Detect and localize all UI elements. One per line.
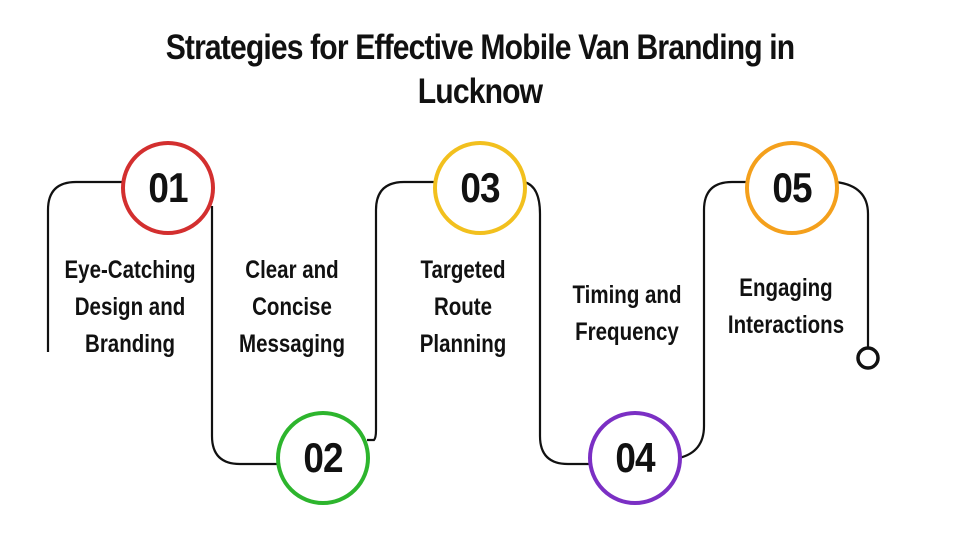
page-title: Strategies for Effective Mobile Van Bran… bbox=[119, 26, 841, 114]
step-5-label: Engaging Interactions bbox=[712, 270, 860, 344]
step-4-number: 04 bbox=[615, 434, 655, 481]
step-4-label-line: Frequency bbox=[575, 318, 679, 346]
step-2-label-line: Concise bbox=[252, 293, 332, 321]
step-3-label: Targeted Route Planning bbox=[389, 252, 537, 363]
step-1-label-line: Branding bbox=[85, 330, 175, 358]
step-1-circle-icon bbox=[121, 141, 215, 235]
step-3-label-line: Targeted bbox=[420, 256, 506, 284]
connector-line bbox=[46, 180, 870, 466]
step-5-number: 05 bbox=[772, 164, 812, 211]
step-2-number: 02 bbox=[303, 434, 343, 481]
step-4-label-line: Timing and bbox=[572, 281, 682, 309]
title-line-2: Lucknow bbox=[417, 72, 543, 111]
step-1-label-line: Eye-Catching bbox=[64, 256, 196, 284]
step-3-label-line: Planning bbox=[419, 330, 507, 358]
step-1-label-line: Design and bbox=[74, 293, 186, 321]
step-3-number: 03 bbox=[460, 164, 500, 211]
step-2-label-line: Messaging bbox=[239, 330, 345, 358]
step-1-number: 01 bbox=[148, 164, 188, 211]
step-5-label-line: Engaging bbox=[739, 274, 833, 302]
step-1-label: Eye-Catching Design and Branding bbox=[56, 252, 204, 363]
step-5-label-line: Interactions bbox=[727, 311, 845, 339]
step-4-label: Timing and Frequency bbox=[553, 277, 701, 351]
step-2-label: Clear and Concise Messaging bbox=[218, 252, 366, 363]
step-3-circle-icon bbox=[433, 141, 527, 235]
end-node-icon bbox=[856, 346, 880, 370]
step-2-circle-icon bbox=[276, 411, 370, 505]
step-4-circle-icon bbox=[588, 411, 682, 505]
step-2-label-line: Clear and bbox=[245, 256, 339, 284]
title-line-1: Strategies for Effective Mobile Van Bran… bbox=[165, 28, 795, 67]
step-5-circle-icon bbox=[745, 141, 839, 235]
step-3-label-line: Route bbox=[433, 293, 493, 321]
